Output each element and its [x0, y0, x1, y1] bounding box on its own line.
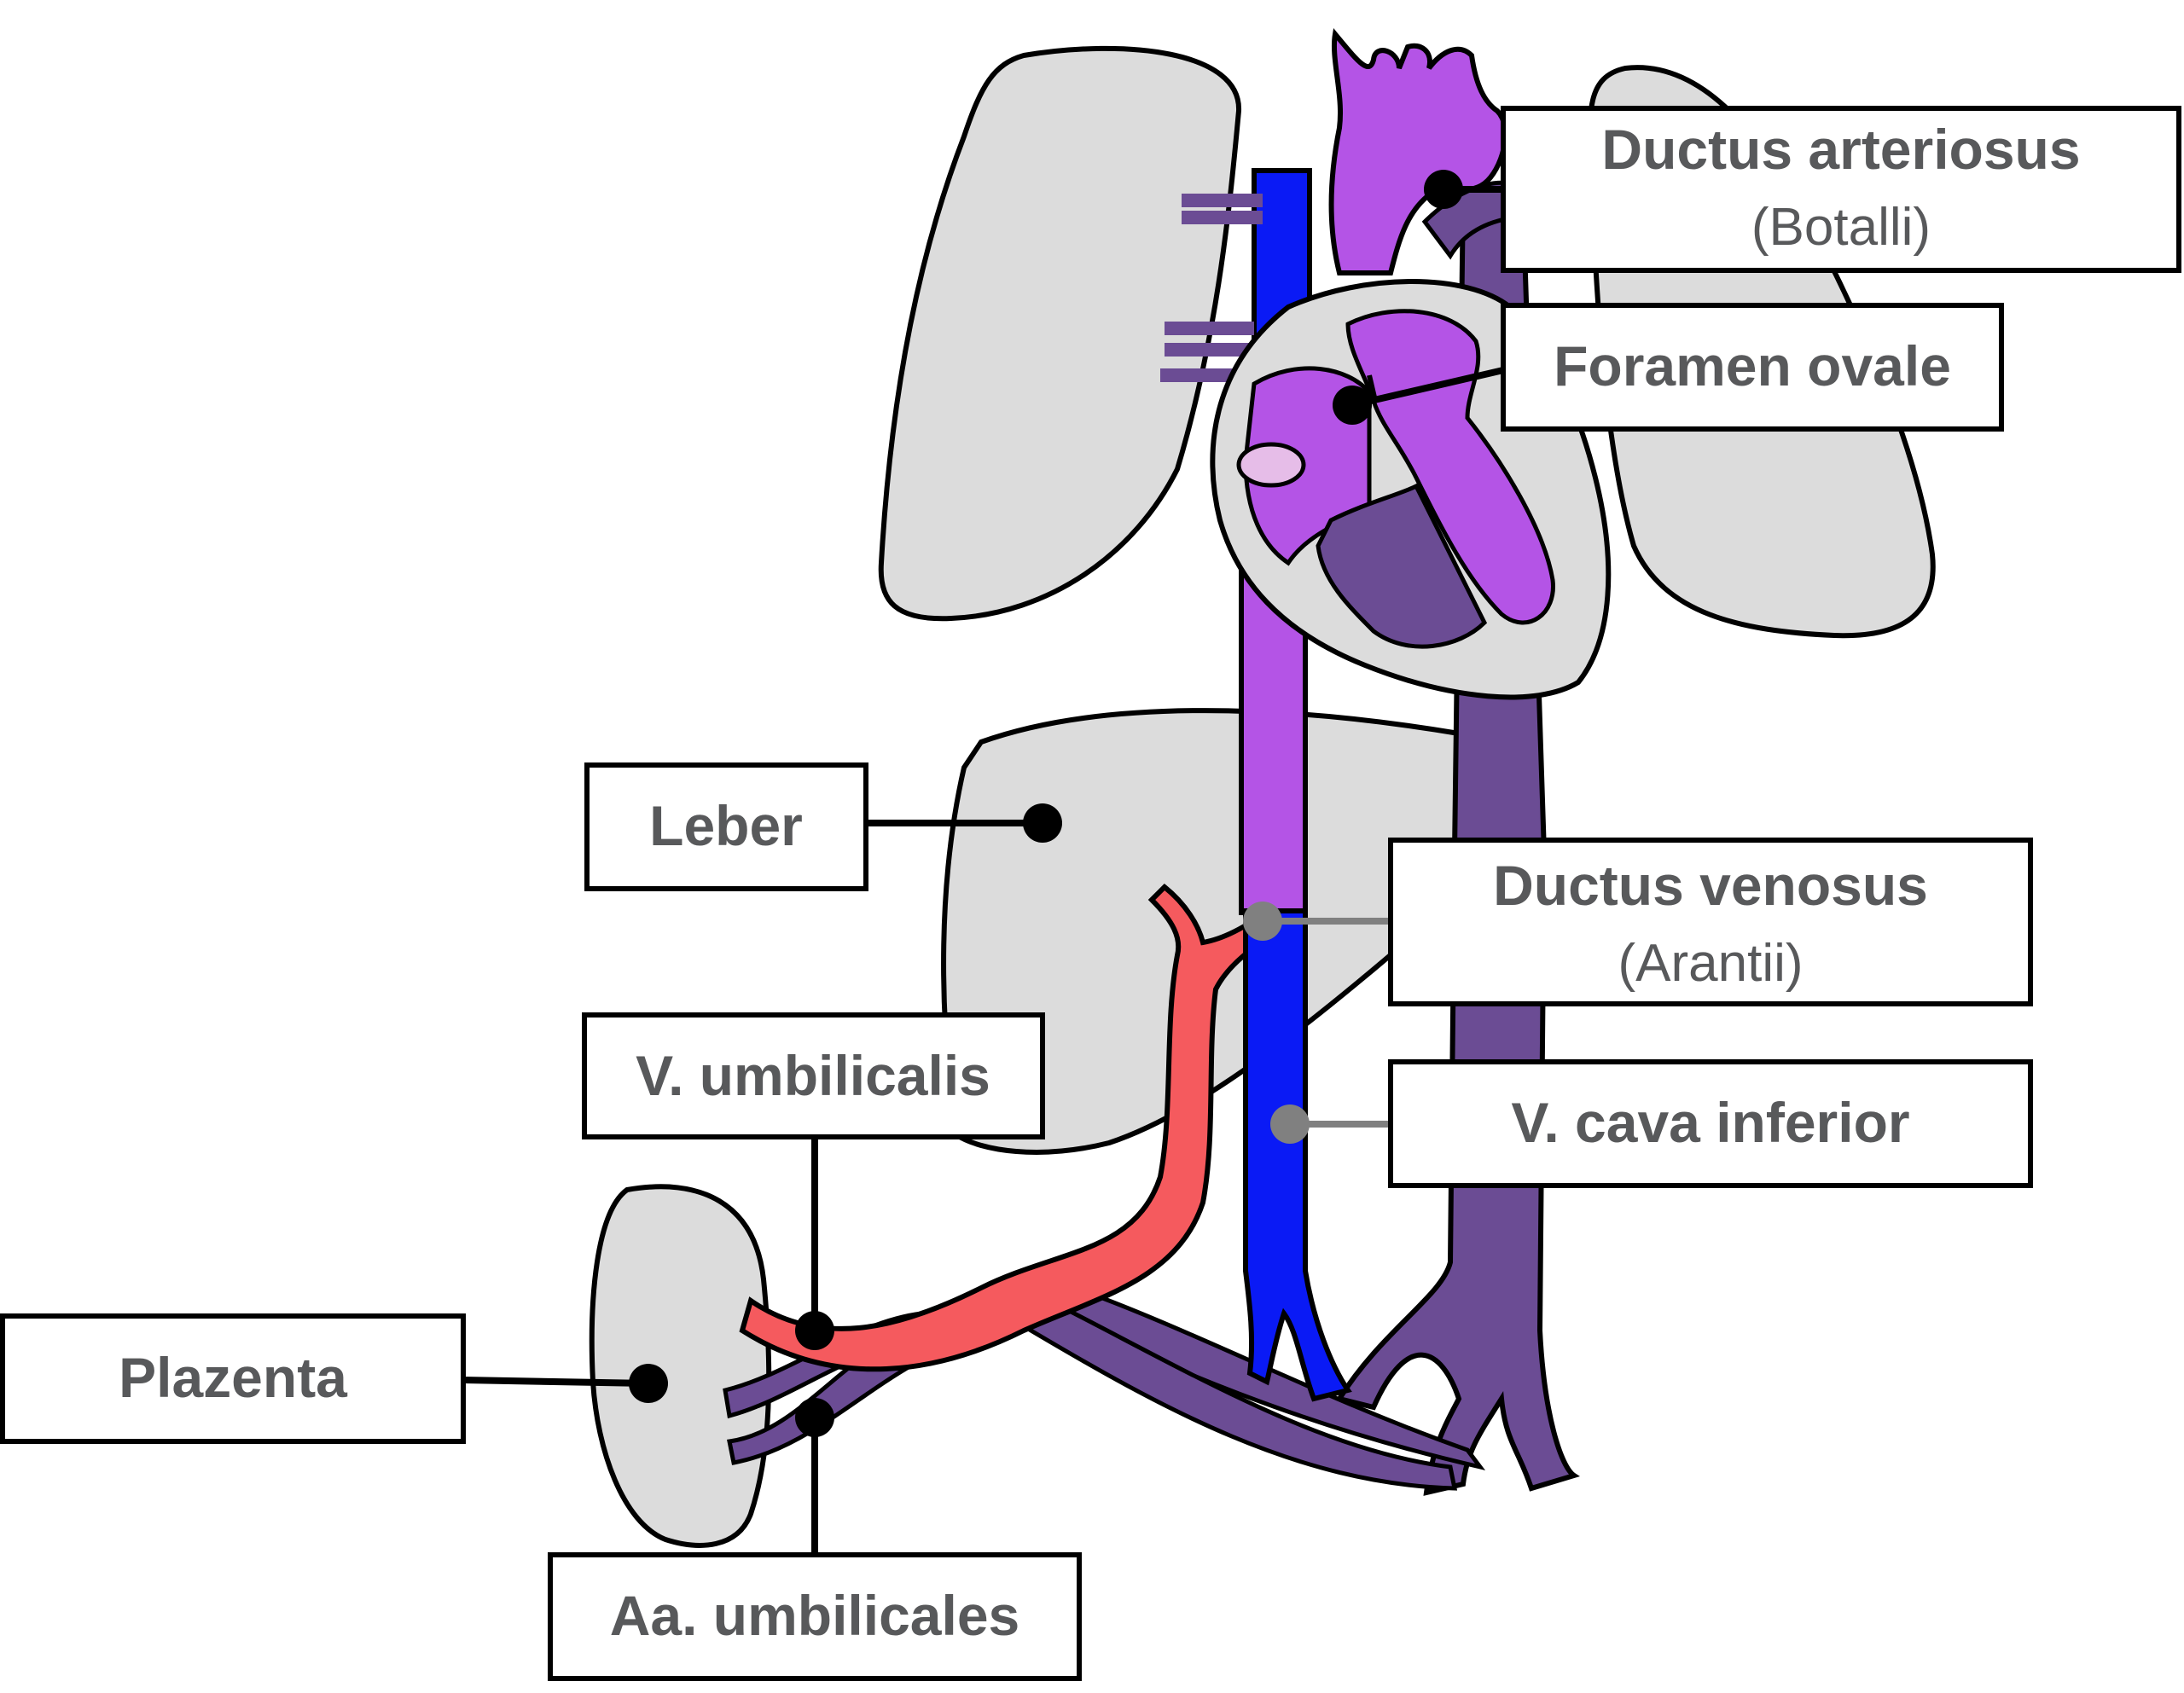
leber-title: Leber	[649, 794, 803, 857]
label-foramen-ovale: Foramen ovale	[1501, 303, 2004, 432]
plazenta-title: Plazenta	[119, 1346, 348, 1409]
dot-aa-umbilicales	[795, 1398, 834, 1437]
dot-leber	[1023, 803, 1062, 843]
umbilical-vein	[739, 883, 1283, 1372]
label-leber: Leber	[584, 762, 868, 891]
dot-foramen-ovale	[1333, 386, 1372, 425]
ductus-arteriosus-title: Ductus arteriosus	[1601, 118, 2080, 181]
label-v-cava-inferior: V. cava inferior	[1388, 1059, 2033, 1188]
right-ventricle	[1316, 483, 1488, 649]
leader-plazenta	[462, 1377, 649, 1387]
dot-ductus-arteriosus	[1424, 170, 1463, 209]
ductus-arteriosus-subtitle: (Botalli)	[1751, 198, 1931, 257]
aa-umbilicales-title: Aa. umbilicales	[610, 1584, 1020, 1647]
v-umbilicalis-title: V. umbilicalis	[636, 1044, 990, 1107]
pulmonary-vessels-left-upper	[1182, 194, 1263, 224]
label-ductus-venosus: Ductus venosus (Arantii)	[1388, 838, 2033, 1006]
dot-ductus-venosus	[1243, 902, 1282, 941]
v-cava-inferior-vessel	[1243, 908, 1352, 1402]
left-lung	[878, 45, 1242, 622]
left-heart-chambers	[1345, 309, 1555, 625]
label-v-umbilicalis: V. umbilicalis	[582, 1012, 1045, 1139]
ductus-venosus-subtitle: (Arantii)	[1618, 934, 1803, 993]
ductus-venosus-title: Ductus venosus	[1493, 854, 1928, 917]
label-plazenta: Plazenta	[0, 1313, 466, 1444]
dot-v-umbilicalis	[795, 1311, 834, 1350]
label-ductus-arteriosus: Ductus arteriosus (Botalli)	[1501, 106, 2181, 273]
leader-foramen-ovale	[1351, 367, 1504, 409]
dot-v-cava-inferior	[1270, 1105, 1310, 1144]
foramen-ovale-title: Foramen ovale	[1554, 334, 1951, 397]
coronary-sinus-opening	[1236, 442, 1306, 488]
dot-plazenta	[629, 1364, 668, 1403]
placenta	[589, 1184, 772, 1548]
v-cava-inferior-title: V. cava inferior	[1511, 1091, 1909, 1154]
label-aa-umbilicales: Aa. umbilicales	[548, 1552, 1082, 1681]
